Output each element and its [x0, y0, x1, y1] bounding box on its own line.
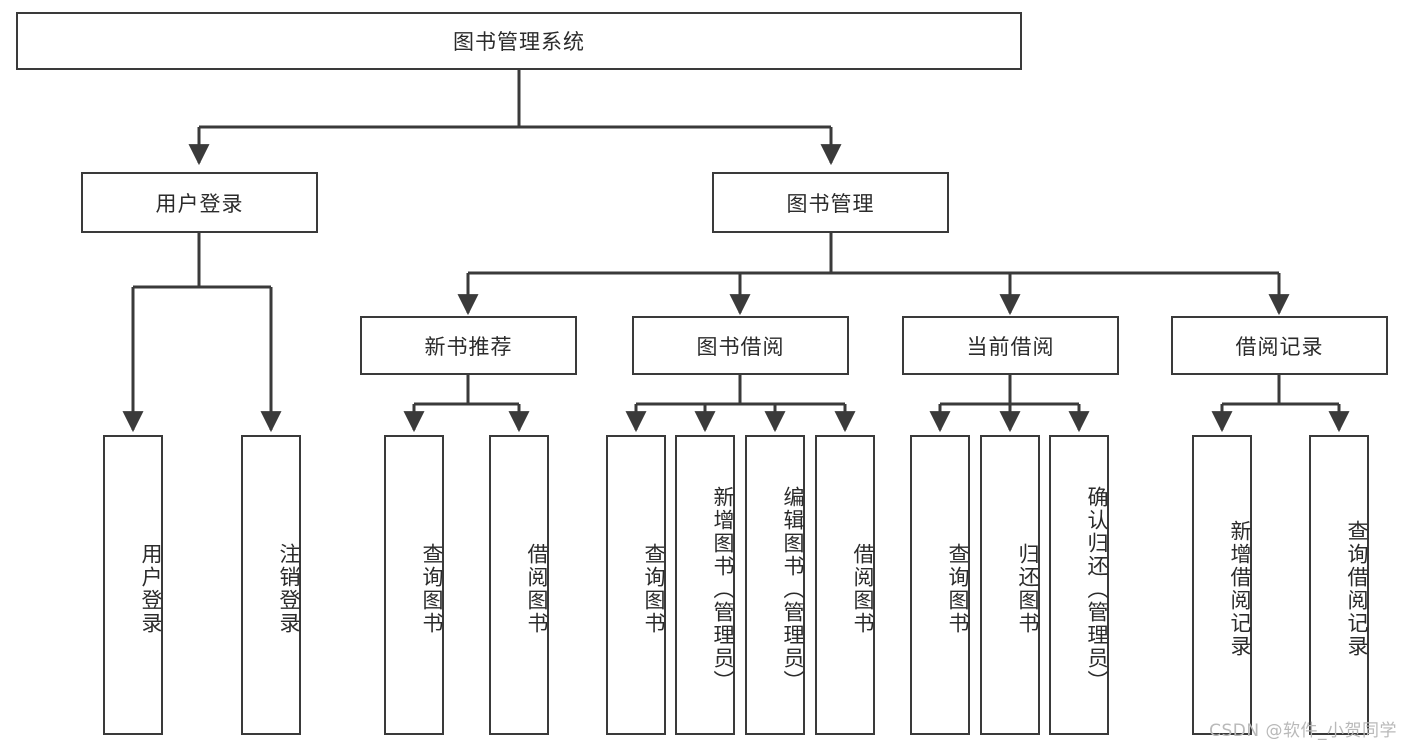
node-label: 新增借阅记录 [1228, 520, 1252, 658]
leaf-book-borrow-borrow-book[interactable]: 借阅图书 [815, 435, 875, 735]
node-book-management[interactable]: 图书管理 [712, 172, 949, 233]
leaf-current-borrow-return-book[interactable]: 归还图书 [980, 435, 1040, 735]
node-current-borrow[interactable]: 当前借阅 [902, 316, 1119, 375]
node-label: 图书管理系统 [453, 30, 585, 54]
leaf-book-borrow-query-book[interactable]: 查询图书 [606, 435, 666, 735]
node-label: 借阅记录 [1235, 334, 1324, 359]
node-label: 查询借阅记录 [1345, 520, 1369, 658]
node-label: 查询图书 [642, 543, 666, 635]
leaf-new-book-borrow-book[interactable]: 借阅图书 [489, 435, 549, 735]
node-label: 编辑图书（管理员） [781, 485, 805, 693]
leaf-current-borrow-query-book[interactable]: 查询图书 [910, 435, 970, 735]
node-label: 当前借阅 [966, 334, 1055, 359]
node-root-book-management-system[interactable]: 图书管理系统 [16, 12, 1022, 70]
node-label: 查询图书 [420, 543, 444, 635]
node-label: 图书借阅 [696, 334, 785, 359]
node-label: 借阅图书 [525, 543, 549, 635]
node-label: 新书推荐 [424, 334, 513, 359]
leaf-new-book-query-book[interactable]: 查询图书 [384, 435, 444, 735]
node-label: 注销登录 [277, 543, 301, 635]
watermark: CSDN @软件_小贺同学 [1209, 721, 1397, 741]
leaf-user-login-login[interactable]: 用户登录 [103, 435, 163, 735]
node-label: 新增图书（管理员） [711, 485, 735, 693]
leaf-user-login-logout[interactable]: 注销登录 [241, 435, 301, 735]
leaf-borrow-record-add-record[interactable]: 新增借阅记录 [1192, 435, 1252, 735]
node-label: 查询图书 [946, 543, 970, 635]
leaf-book-borrow-add-book-admin[interactable]: 新增图书（管理员） [675, 435, 735, 735]
node-label: 借阅图书 [851, 543, 875, 635]
leaf-borrow-record-query-record[interactable]: 查询借阅记录 [1309, 435, 1369, 735]
node-label: 归还图书 [1016, 543, 1040, 635]
node-label: 图书管理 [786, 191, 875, 216]
leaf-current-borrow-confirm-return-admin[interactable]: 确认归还（管理员） [1049, 435, 1109, 735]
node-label: 用户登录 [139, 543, 163, 635]
node-borrow-record[interactable]: 借阅记录 [1171, 316, 1388, 375]
node-label: 用户登录 [155, 191, 244, 216]
node-user-login[interactable]: 用户登录 [81, 172, 318, 233]
node-label: 确认归还（管理员） [1085, 485, 1109, 693]
leaf-book-borrow-edit-book-admin[interactable]: 编辑图书（管理员） [745, 435, 805, 735]
node-new-book-recommend[interactable]: 新书推荐 [360, 316, 577, 375]
node-book-borrow[interactable]: 图书借阅 [632, 316, 849, 375]
